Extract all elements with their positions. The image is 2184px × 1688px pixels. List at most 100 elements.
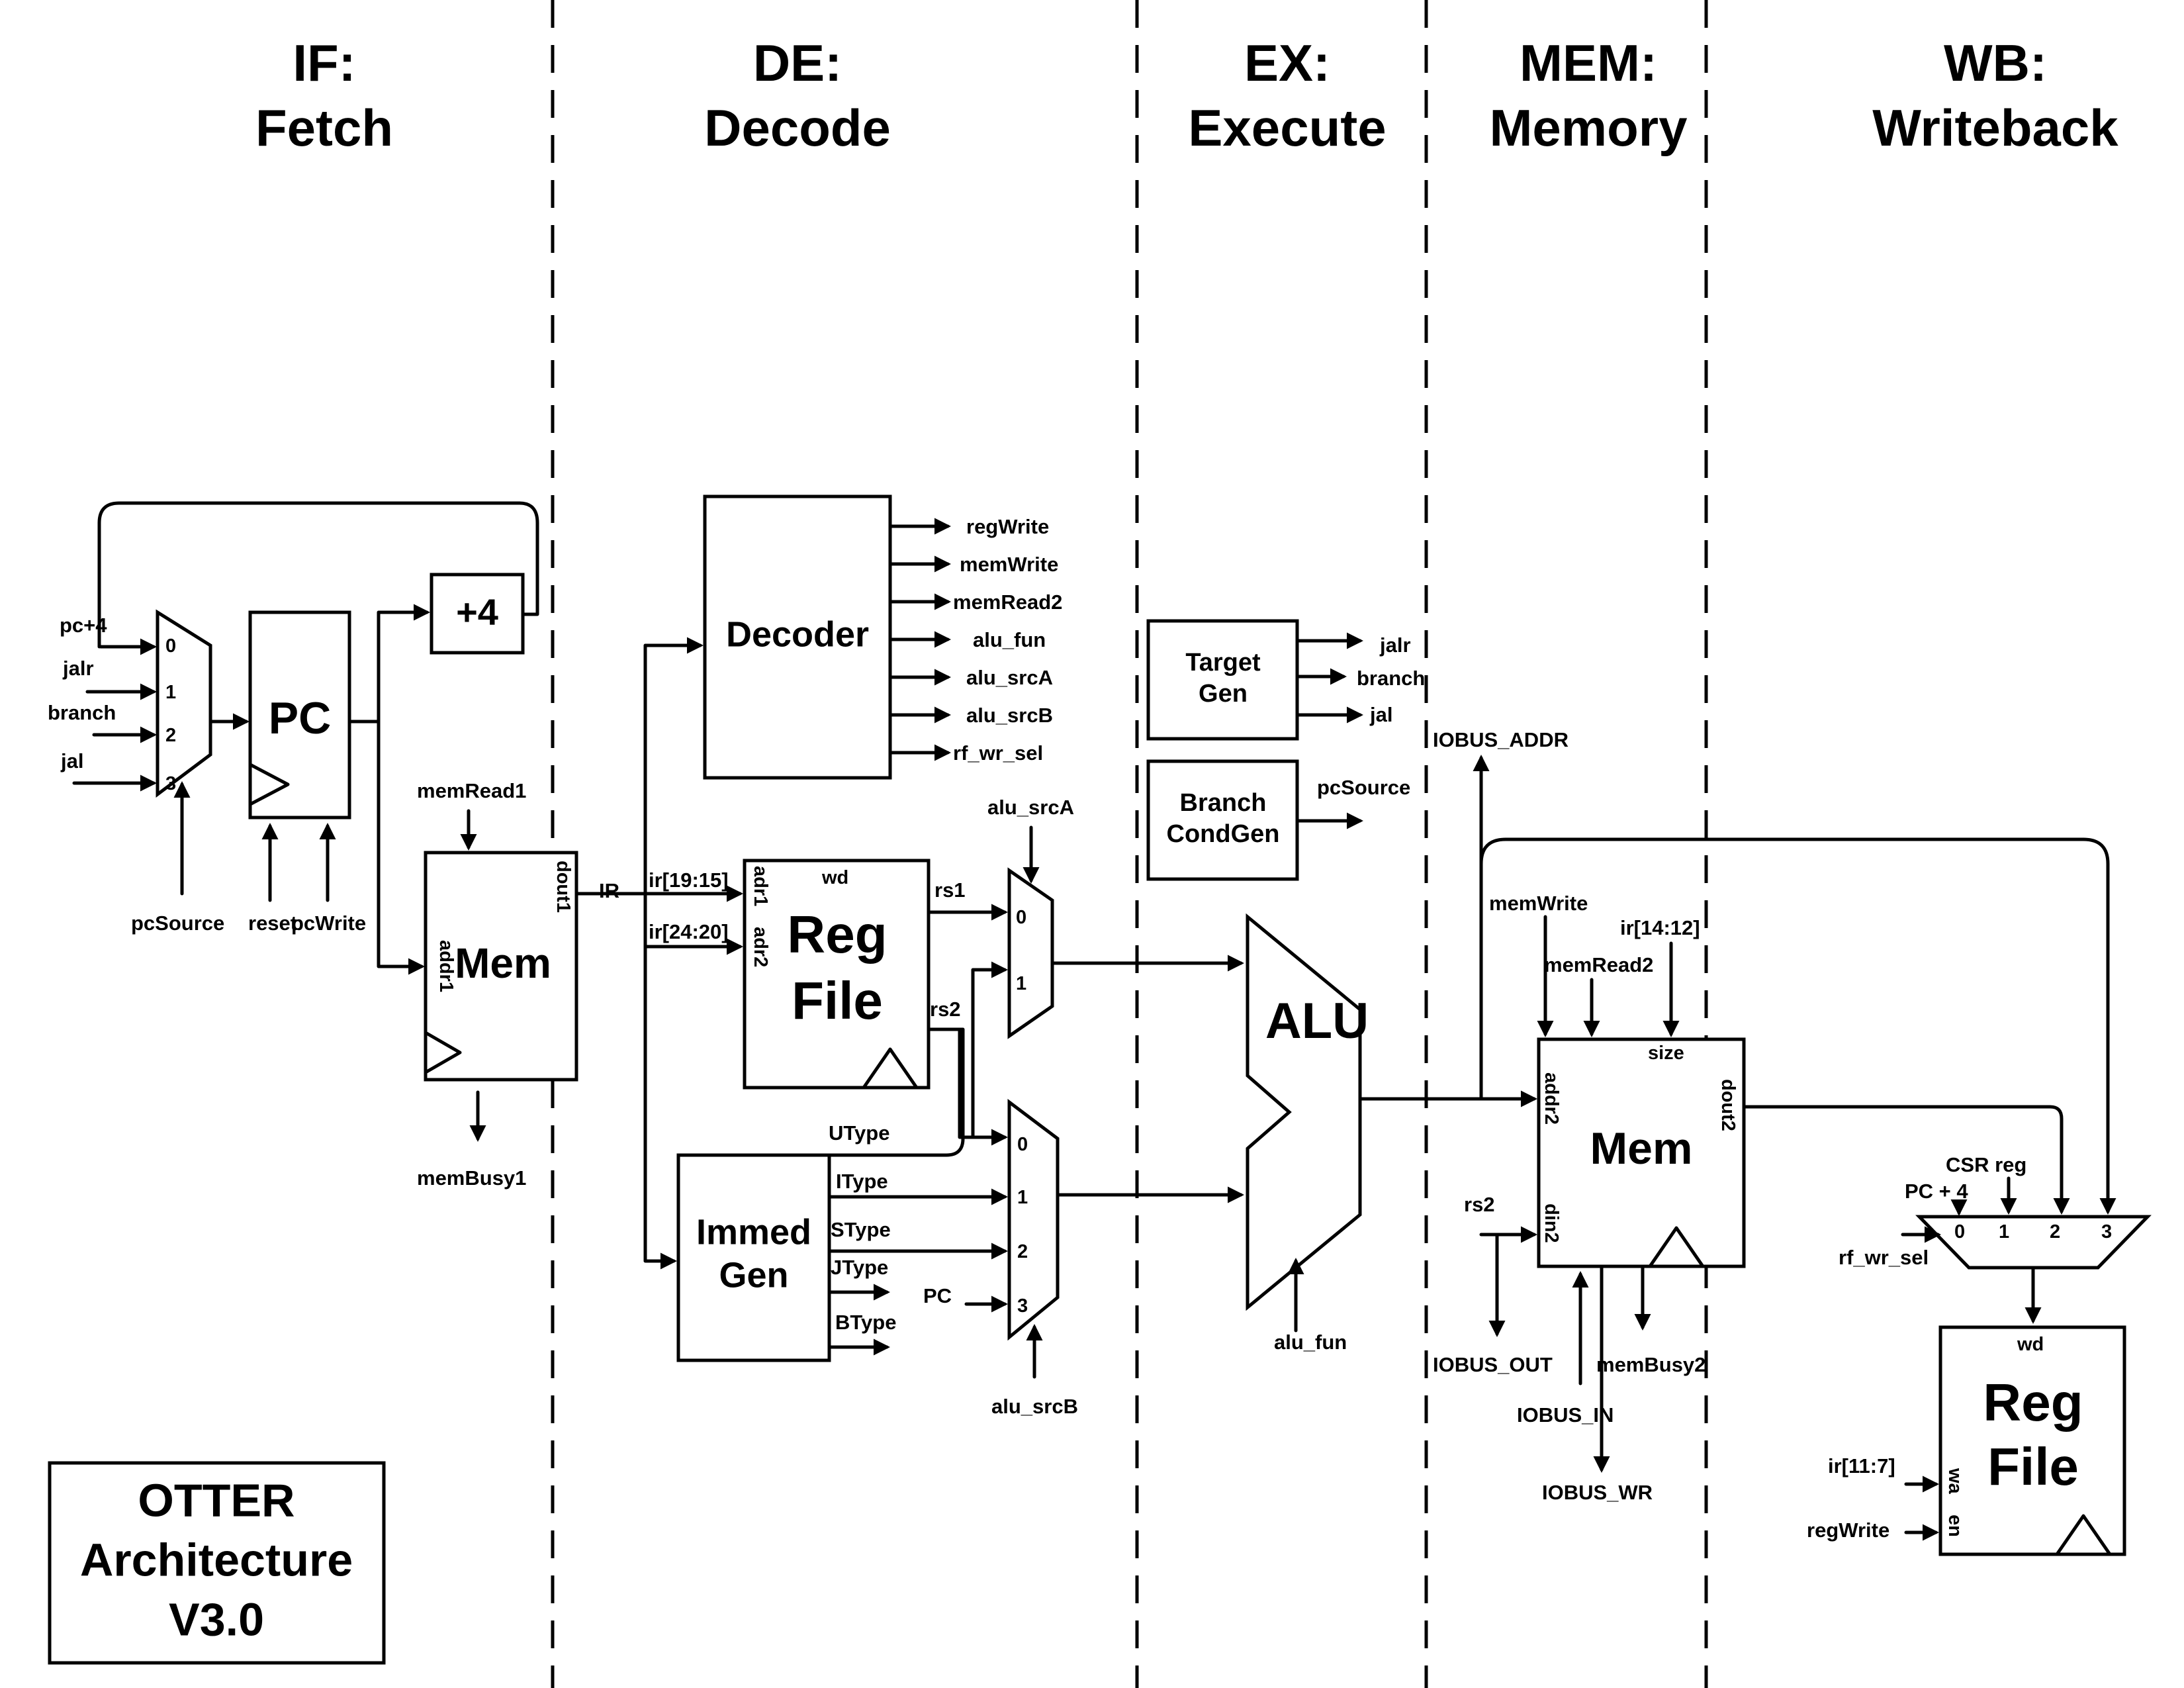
dmem-dout2: dout2 — [1717, 1079, 1739, 1131]
ir-label: IR — [599, 879, 619, 902]
iobus-out-label: IOBUS_OUT — [1433, 1353, 1553, 1376]
wire-alu-to-wb-mux — [1479, 837, 2116, 1215]
rf-wr-sel-label: rf_wr_sel — [1839, 1246, 1929, 1269]
title-box: OTTER Architecture V3.0 — [48, 1461, 386, 1665]
dmem-size: size — [1648, 1043, 1684, 1064]
srca-sel-label: alu_srcA — [987, 796, 1074, 819]
imem-label: Mem — [455, 939, 551, 987]
wb-regfile-label-line2: File — [1987, 1437, 2079, 1496]
wb-regfile-en: en — [1944, 1515, 1966, 1537]
branch-cond-label-line1: Branch — [1180, 789, 1267, 817]
pc-clock-icon — [248, 763, 290, 806]
decoder-out-regwrite: regWrite — [966, 515, 1049, 538]
pc-mux-input-branch: branch — [48, 701, 116, 724]
rs2-label: rs2 — [930, 998, 961, 1021]
wb-mux-port-3: 3 — [2101, 1221, 2112, 1243]
execute-stage: Target Gen jalr branch jal Branch CondGe… — [1146, 619, 1537, 1354]
imm-itype-label: IType — [836, 1170, 888, 1193]
title-line3: V3.0 — [169, 1593, 264, 1645]
stage-wb-name: Writeback — [1872, 99, 2118, 157]
srcb-port-3: 3 — [1017, 1295, 1028, 1317]
iobus-wr-label: IOBUS_WR — [1542, 1481, 1653, 1504]
ir-rs1-label: ir[19:15] — [649, 868, 729, 892]
alu-fun-label: alu_fun — [1274, 1331, 1347, 1354]
branch-out-pcsource: pcSource — [1317, 776, 1410, 799]
wire-rs2-to-srcb — [927, 1027, 1008, 1146]
imm-jtype-label: JType — [831, 1256, 888, 1279]
target-gen-label-line1: Target — [1185, 649, 1261, 677]
stage-wb-abbr: WB: — [1944, 34, 2047, 92]
alu-src-a-mux — [1007, 867, 1054, 1039]
decoder-out-memwrite: memWrite — [960, 553, 1058, 576]
reset-label: reset — [248, 912, 297, 935]
mem-read1-label: memRead1 — [417, 779, 526, 802]
stage-mem-name: Memory — [1489, 99, 1687, 157]
pc-label: PC — [269, 693, 331, 743]
srcb-port-2: 2 — [1017, 1241, 1028, 1262]
branch-cond-label-line2: CondGen — [1167, 820, 1280, 848]
alu — [1246, 913, 1362, 1311]
memory-stage: IOBUS_ADDR memWrite memRead2 ir[14:12] M… — [1433, 728, 2116, 1504]
stage-dividers — [551, 0, 1708, 1688]
wire-plus4-feedback — [97, 501, 539, 649]
title-line2: Architecture — [80, 1534, 353, 1585]
target-out-branch: branch — [1357, 667, 1425, 690]
stage-mem-abbr: MEM: — [1520, 34, 1657, 92]
instruction-memory — [424, 851, 578, 1082]
rs2-din-label: rs2 — [1464, 1193, 1495, 1216]
mem-write-label: memWrite — [1489, 892, 1588, 915]
regfile-label-line1: Reg — [787, 905, 887, 964]
pc-mux-port-1: 1 — [165, 682, 176, 703]
target-gen-label-line2: Gen — [1199, 680, 1248, 708]
srca-port-1: 1 — [1016, 973, 1026, 994]
imm-utype-label: UType — [829, 1121, 889, 1145]
target-out-jal: jal — [1369, 703, 1392, 726]
pc-mux-port-2: 2 — [165, 725, 176, 746]
pc-mux-port-0: 0 — [165, 635, 176, 657]
imem-addr1: addr1 — [435, 940, 457, 992]
pc-write-label: pcWrite — [291, 912, 366, 935]
srca-port-0: 0 — [1016, 907, 1026, 928]
immed-label-line2: Gen — [719, 1255, 788, 1295]
pc-register — [248, 610, 351, 820]
dmem-din2: din2 — [1541, 1203, 1562, 1243]
pc4-label: PC + 4 — [1905, 1180, 1968, 1203]
stage-de-abbr: DE: — [753, 34, 842, 92]
dmem-addr2: addr2 — [1541, 1072, 1562, 1125]
imm-stype-label: SType — [831, 1218, 891, 1241]
dmem-label: Mem — [1590, 1123, 1693, 1174]
srcb-pc-input: PC — [923, 1284, 952, 1307]
wb-regfile-wa: wa — [1944, 1468, 1966, 1495]
stage-de-name: Decode — [704, 99, 891, 157]
stage-headers: IF: Fetch DE: Decode EX: Execute MEM: Me… — [255, 34, 2118, 157]
imem-clock-icon — [424, 1031, 462, 1074]
plus4-adder — [430, 573, 525, 655]
mem-read2-label: memRead2 — [1544, 953, 1653, 976]
data-memory — [1537, 1037, 1746, 1268]
decoder-label: Decoder — [726, 614, 869, 654]
ir-rs2-label: ir[24:20] — [649, 920, 729, 943]
stage-ex-name: Execute — [1188, 99, 1386, 157]
pc-mux — [156, 609, 212, 798]
csr-reg-label: CSR reg — [1946, 1153, 2026, 1176]
decoder-out-alusrcb: alu_srcB — [966, 704, 1053, 727]
writeback-stage: CSR reg PC + 4 0 1 2 3 rf_wr_sel wd Reg … — [1807, 1153, 2152, 1556]
regfile-clock-icon — [862, 1047, 919, 1090]
decoder-out-alufun: alu_fun — [973, 628, 1046, 651]
wb-mux-port-0: 0 — [1954, 1221, 1965, 1243]
pc-mux-port-3: 3 — [165, 773, 176, 794]
wb-regfile-label-line1: Reg — [1983, 1373, 2083, 1432]
srcb-port-0: 0 — [1017, 1134, 1028, 1155]
immediate-generator — [676, 1153, 831, 1362]
decoder-out-alusrca: alu_srcA — [966, 666, 1053, 689]
pc-source-label: pcSource — [131, 912, 224, 935]
wire-dout2-to-wb-mux — [1742, 1105, 2070, 1215]
stage-ex-abbr: EX: — [1244, 34, 1330, 92]
wire-pc-to-mem — [347, 720, 425, 975]
srcb-sel-label: alu_srcB — [991, 1395, 1078, 1418]
wb-mux-port-1: 1 — [1999, 1221, 2009, 1243]
decoder-outputs: regWrite memWrite memRead2 alu_fun alu_s… — [888, 515, 1062, 765]
regfile-adr1: adr1 — [750, 866, 771, 906]
register-file — [743, 859, 931, 1090]
pc-mux-input-jalr: jalr — [62, 657, 94, 680]
